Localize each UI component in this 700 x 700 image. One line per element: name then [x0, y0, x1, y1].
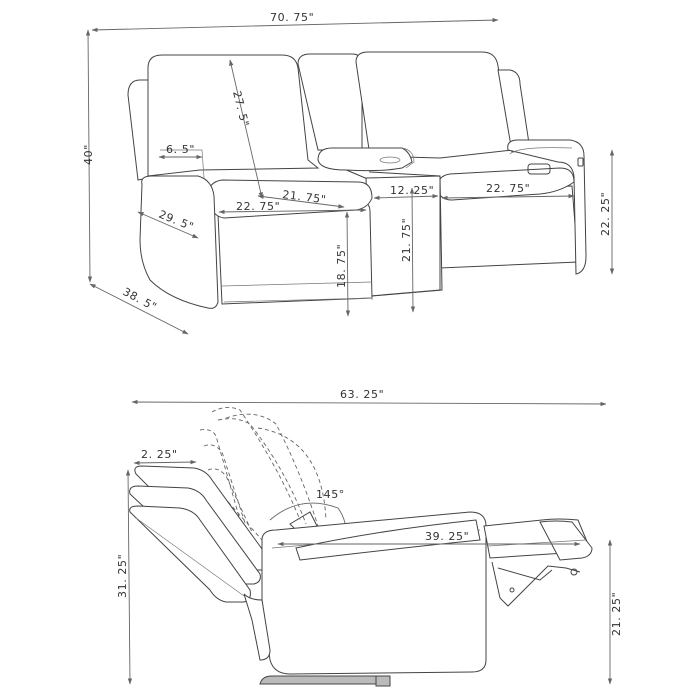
console-width-line — [373, 193, 439, 201]
seat-height-line — [344, 211, 351, 317]
arm-width-label: 6. 5" — [166, 143, 195, 156]
left-seat-width-line — [218, 207, 367, 215]
recline-angle-label: 145° — [316, 488, 345, 501]
front-view-sofa — [127, 51, 587, 309]
back-height-line — [229, 59, 263, 199]
seat-to-footrest-label: 39. 25" — [425, 530, 469, 543]
seat-depth-label: 21. 75" — [282, 188, 328, 206]
overall-height-label: 40" — [82, 144, 95, 165]
seat-height-label: 18. 75" — [335, 244, 348, 288]
depth-line — [89, 283, 189, 335]
extended-length-line — [131, 399, 607, 407]
arm-height-label: 22. 25" — [599, 192, 612, 236]
right-seat-width-line — [441, 193, 575, 201]
right-seat-width-label: 22. 75" — [486, 182, 530, 195]
console-height-line — [409, 187, 416, 313]
left-seat-width-label: 22. 75" — [236, 200, 280, 213]
seat-depth-line — [257, 194, 345, 209]
headrest-offset-label: 2. 25" — [141, 448, 178, 461]
extended-length-label: 63. 25" — [340, 388, 384, 401]
side-view-dimensions: 63. 25" 2. 25" 145° 39. 25" 31. 25" 21. … — [116, 388, 623, 685]
footrest-height-label: 21. 25" — [610, 592, 623, 636]
side-back-height-line — [125, 469, 133, 685]
arm-depth-line — [137, 211, 199, 239]
side-back-height-label: 31. 25" — [116, 554, 129, 598]
headrest-offset-line — [133, 459, 197, 466]
overall-height-line — [85, 29, 93, 283]
console-height-label: 21. 75" — [400, 218, 413, 262]
overall-width-label: 70. 75" — [270, 11, 314, 24]
overall-width-line — [91, 17, 499, 33]
side-view-recliner — [129, 407, 593, 687]
